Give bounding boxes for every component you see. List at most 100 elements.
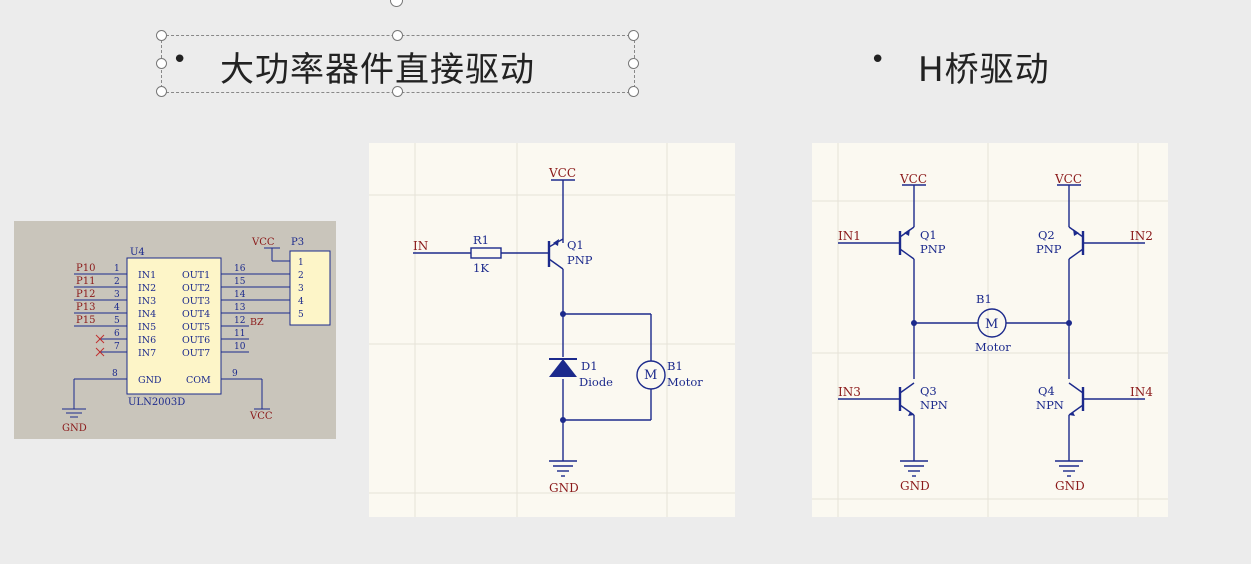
emitter-arrow: [553, 239, 559, 246]
gnd-label: GND: [62, 423, 87, 434]
vcc-label: VCC: [249, 411, 273, 422]
junction-dot: [560, 311, 566, 317]
junction-dot: [911, 320, 917, 326]
resize-handle-sw[interactable]: [156, 86, 167, 97]
pin-name: IN6: [138, 335, 156, 346]
pin-name: OUT7: [182, 348, 210, 359]
transistor-type: NPN: [1036, 398, 1064, 412]
emitter-arrow: [1069, 412, 1075, 416]
transistor-ref: Q1: [920, 228, 937, 242]
transistor-ref: Q1: [567, 238, 584, 252]
resize-handle-ne[interactable]: [628, 30, 639, 41]
net-label: P13: [76, 302, 95, 313]
heading-h-bridge[interactable]: H桥驱动: [918, 50, 1050, 90]
connector-pin: 4: [298, 297, 304, 307]
input-label: IN3: [838, 385, 861, 399]
pin-name: OUT3: [182, 296, 210, 307]
h-bridge-schematic: VCC VCC GND GND IN1 IN2 IN3 IN4 Q1 PNP Q…: [812, 143, 1168, 517]
motor-label: Motor: [667, 375, 703, 389]
pin-number: 16: [234, 264, 246, 274]
pin-number: 14: [234, 290, 246, 300]
pin-number: 5: [114, 316, 120, 326]
transistor-type: PNP: [1036, 242, 1062, 256]
transistor-ref: Q4: [1038, 384, 1055, 398]
motor-symbol: M: [644, 368, 657, 383]
input-label: IN2: [1130, 229, 1153, 243]
connector-pin: 5: [298, 310, 304, 320]
vcc-label: VCC: [1054, 172, 1082, 186]
pin-number: 8: [112, 369, 118, 379]
junction-dot: [560, 417, 566, 423]
transistor-type: PNP: [920, 242, 946, 256]
bz-label: BZ: [250, 317, 264, 328]
bullet-left: •: [172, 45, 188, 75]
junction-dot: [1066, 320, 1072, 326]
motor-ref: B1: [667, 359, 683, 373]
transistor-type: PNP: [567, 253, 593, 267]
heading-direct-drive[interactable]: 大功率器件直接驱动: [220, 50, 535, 90]
pin-name: GND: [138, 375, 162, 386]
net-label: P11: [76, 276, 95, 287]
diode-symbol: [549, 359, 577, 377]
pin-number: 10: [234, 342, 246, 352]
emitter-arrow: [908, 412, 914, 416]
chip-part: ULN2003D: [128, 397, 185, 408]
net-label: P15: [76, 315, 95, 326]
pin-name: COM: [186, 375, 211, 386]
pin-number: 3: [114, 290, 120, 300]
connector-ref: P3: [291, 237, 304, 248]
pin-number: 13: [234, 303, 246, 313]
chip-ref: U4: [130, 247, 145, 258]
pin-name: OUT1: [182, 270, 210, 281]
resize-handle-s[interactable]: [392, 86, 403, 97]
vcc-label: VCC: [251, 237, 275, 248]
pin-name: IN2: [138, 283, 156, 294]
resistor-ref: R1: [473, 233, 489, 247]
resize-handle-w[interactable]: [156, 58, 167, 69]
uln2003-schematic: U4 ULN2003D P10 P11 P12 P13 P15 1 2 3 4 …: [14, 221, 336, 439]
resize-handle-e[interactable]: [628, 58, 639, 69]
transistor-ref: Q2: [1038, 228, 1055, 242]
resistor-value: 1K: [473, 261, 489, 275]
pin-name: OUT4: [182, 309, 210, 320]
transistor-type: NPN: [920, 398, 948, 412]
rotate-handle[interactable]: [390, 0, 403, 7]
pin-number: 6: [114, 329, 120, 339]
pin-name: IN3: [138, 296, 156, 307]
gnd-label: GND: [549, 481, 579, 495]
pin-name: IN4: [138, 309, 156, 320]
pnp-drive-schematic: VCC GND IN R1 1K Q1 PNP D1 Diode B1 Moto…: [369, 143, 735, 517]
pin-name: OUT6: [182, 335, 210, 346]
emitter-arrow: [1073, 229, 1079, 236]
input-label: IN: [413, 239, 428, 253]
diode-ref: D1: [581, 359, 598, 373]
bullet-right: •: [870, 45, 886, 75]
pin-number: 12: [234, 316, 245, 326]
pin-name: OUT2: [182, 283, 210, 294]
pin-number: 15: [234, 277, 246, 287]
pin-number: 9: [232, 369, 238, 379]
resize-handle-n[interactable]: [392, 30, 403, 41]
vcc-label: VCC: [899, 172, 927, 186]
emitter-arrow: [904, 229, 910, 236]
resize-handle-se[interactable]: [628, 86, 639, 97]
pin-number: 1: [114, 264, 120, 274]
connector-body: [289, 250, 331, 326]
net-label: P12: [76, 289, 95, 300]
pin-name: IN5: [138, 322, 156, 333]
gnd-label: GND: [900, 479, 930, 493]
motor-label: Motor: [975, 340, 1011, 354]
pin-number: 2: [114, 277, 120, 287]
chip-body: [126, 257, 222, 395]
pin-number: 7: [114, 342, 120, 352]
pin-number: 4: [114, 303, 120, 313]
transistor-ref: Q3: [920, 384, 937, 398]
input-label: IN1: [838, 229, 861, 243]
connector-pin: 1: [298, 258, 304, 268]
gnd-label: GND: [1055, 479, 1085, 493]
resize-handle-nw[interactable]: [156, 30, 167, 41]
motor-ref: B1: [976, 292, 992, 306]
pin-name: IN1: [138, 270, 156, 281]
pin-number: 11: [234, 329, 245, 339]
connector-pin: 3: [298, 284, 304, 294]
